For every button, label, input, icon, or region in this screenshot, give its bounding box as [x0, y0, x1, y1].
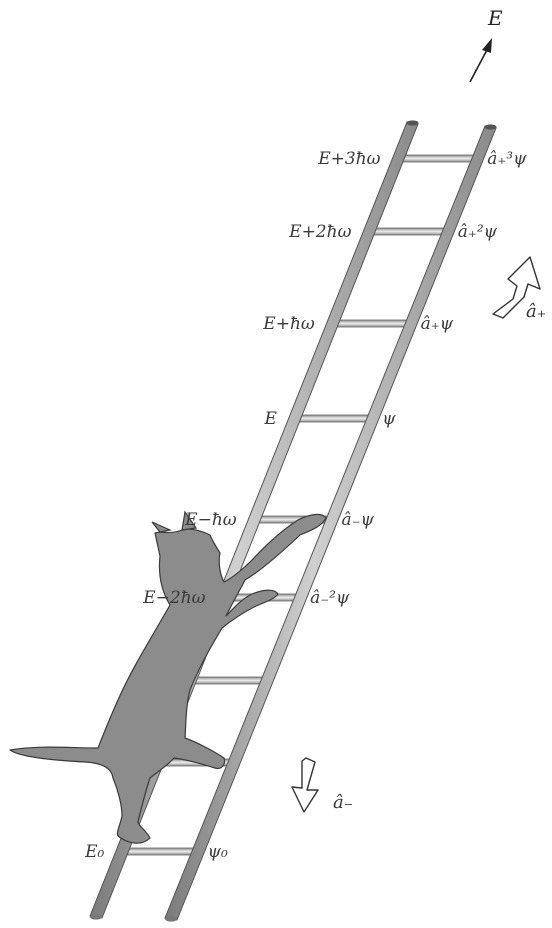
ladder-rung	[398, 154, 478, 163]
energy-label: E−ħω	[184, 510, 237, 530]
state-label: â₊²ψ	[458, 222, 498, 242]
lowering-operator-label: â₋	[333, 792, 353, 813]
ladder-rung	[294, 414, 373, 423]
energy-axis-arrow-shaft	[469, 45, 490, 83]
energy-label: E	[263, 409, 277, 429]
left-rail-top-cap	[406, 120, 419, 126]
lowering-arrow-icon	[291, 757, 319, 813]
cat-ear-back	[151, 521, 172, 533]
energy-axis-label: E	[487, 6, 503, 30]
energy-label: E−2ħω	[142, 588, 205, 608]
right-rail-top-cap	[484, 124, 497, 130]
cat-illustration	[9, 510, 327, 844]
raising-arrow-icon	[492, 256, 541, 319]
energy-label: E+3ħω	[317, 149, 380, 169]
state-label: â₋ψ	[342, 510, 375, 530]
energy-label: E+2ħω	[288, 222, 351, 242]
state-label: â₋²ψ	[310, 588, 350, 608]
cat-body	[9, 513, 327, 844]
raising-operator: â₊	[492, 256, 546, 322]
energy-axis-arrow-head	[482, 38, 492, 53]
left-rail-bottom-cap	[90, 914, 102, 920]
state-label: â₊ψ	[421, 314, 454, 334]
energy-label: E₀	[84, 842, 104, 862]
ladder-rung	[121, 847, 199, 856]
state-label: ψ	[382, 409, 396, 429]
state-label: ψ₀	[208, 842, 228, 862]
state-label: â₊³ψ	[487, 149, 527, 169]
ladder-rung	[369, 227, 449, 236]
cat-ear	[181, 510, 198, 531]
raising-operator-label: â₊	[526, 301, 546, 322]
energy-label: E+ħω	[262, 314, 315, 334]
ladder-rung	[190, 676, 268, 685]
ladder-rung	[332, 319, 412, 328]
lowering-operator: â₋	[291, 757, 353, 813]
energy-axis: E	[469, 6, 503, 83]
right-rail-bottom-cap	[165, 916, 177, 922]
